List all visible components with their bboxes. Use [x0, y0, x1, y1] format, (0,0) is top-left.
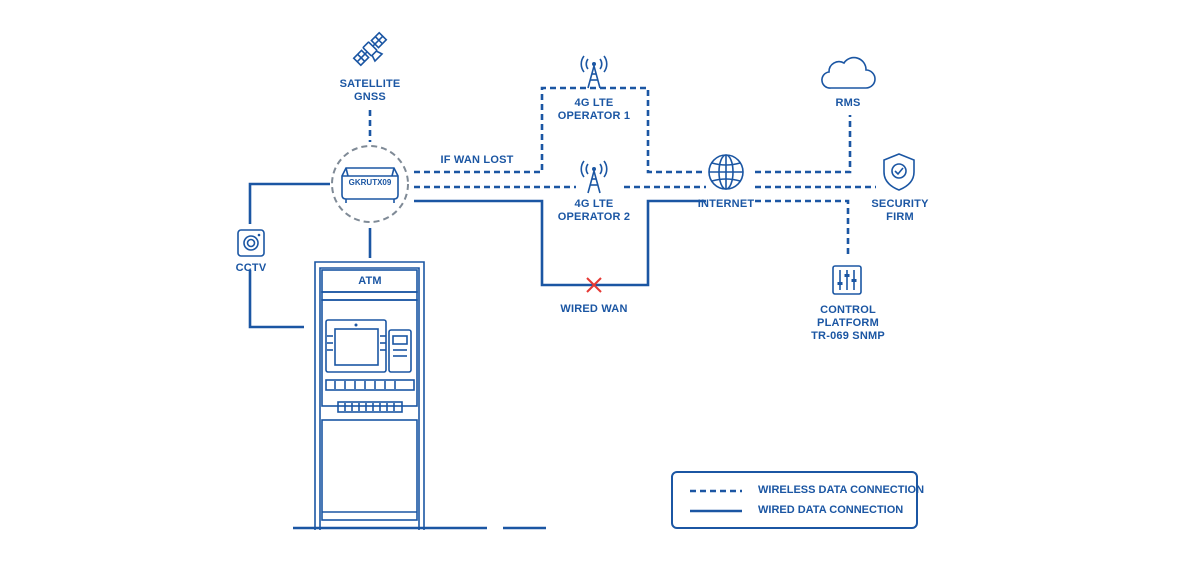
sliders-icon	[832, 265, 862, 295]
link-internet-control	[755, 199, 850, 258]
legend	[671, 471, 918, 529]
red-x-icon	[586, 277, 602, 293]
router-model-label: GKRUTX09	[348, 178, 392, 187]
link-internet-rms	[755, 115, 852, 174]
cloud-icon	[821, 56, 876, 89]
rms-label: RMS	[835, 97, 861, 109]
atm-machine	[293, 261, 546, 530]
legend-wireless-label: WIRELESS DATA CONNECTION	[758, 484, 925, 496]
cctv-label: CCTV	[235, 262, 267, 274]
shield-check-icon	[883, 153, 915, 191]
router-ring	[331, 145, 409, 223]
legend-wired-label: WIRED DATA CONNECTION	[758, 504, 904, 516]
internet-label: INTERNET	[697, 198, 755, 210]
satellite-icon	[352, 31, 388, 67]
link-router-cctv	[248, 182, 330, 224]
failover-label: IF WAN LOST	[440, 154, 514, 166]
link-router-lte1-internet	[414, 86, 706, 174]
atm-label: ATM	[358, 275, 382, 287]
cell-tower-icon	[580, 160, 608, 194]
router-device	[331, 145, 409, 223]
wired-wan-label: WIRED WAN	[560, 303, 628, 315]
link-cctv-atm	[248, 270, 304, 329]
cell-tower-icon	[580, 55, 608, 89]
globe-icon	[708, 154, 744, 190]
camera-icon	[237, 229, 265, 257]
